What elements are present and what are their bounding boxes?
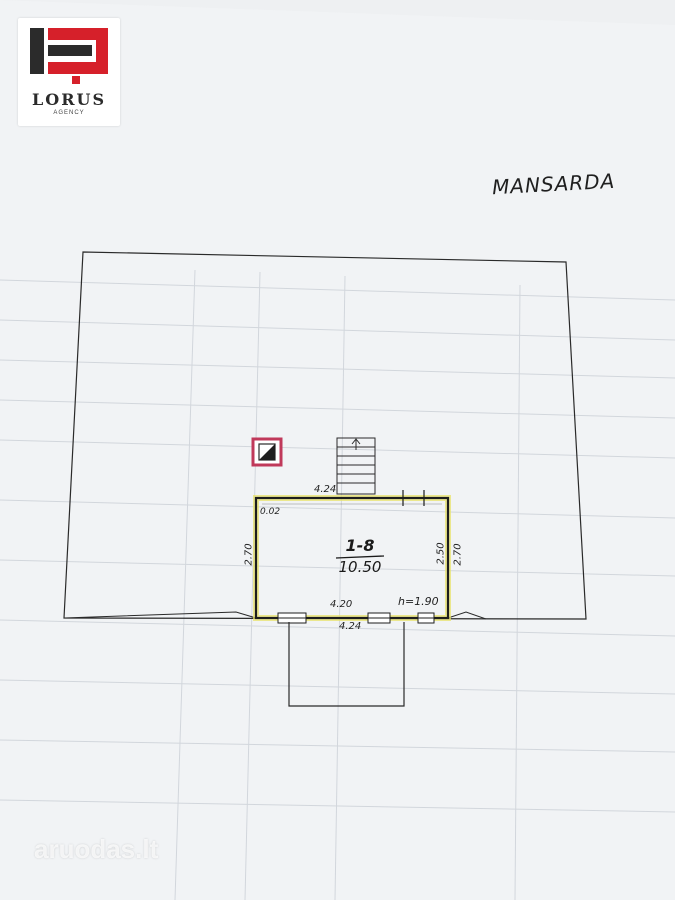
logo-mark-icon [30, 28, 108, 84]
ceiling-height-note: h=1.90 [398, 595, 439, 608]
lorus-logo: LORUS AGENCY [18, 18, 120, 126]
dim-bottom-outer-width: 4.24 [339, 621, 362, 632]
room-walls [253, 495, 451, 621]
dim-right-outer-height: 2.70 [452, 543, 464, 566]
dim-top-width: 4.24 [314, 484, 337, 495]
logo-name: LORUS [32, 90, 106, 109]
dim-right-inner-height: 2.50 [435, 542, 447, 565]
window-markers [277, 612, 435, 624]
logo-subtext: AGENCY [53, 110, 85, 116]
porch-outline [288, 622, 405, 707]
door-marker [402, 490, 425, 506]
chimney-symbol [251, 437, 283, 467]
attic-outline [63, 251, 587, 620]
underlying-form-lines [0, 269, 675, 900]
aruodas-watermark: aruodas.lt [34, 834, 159, 864]
stair-symbol [336, 437, 376, 495]
dim-corner-note: 0.02 [260, 507, 281, 517]
dim-bottom-inner-width: 4.20 [330, 599, 353, 610]
room-number: 1-8 [345, 536, 375, 555]
dim-left-height: 2.70 [243, 543, 255, 566]
room-area: 10.50 [338, 558, 382, 576]
